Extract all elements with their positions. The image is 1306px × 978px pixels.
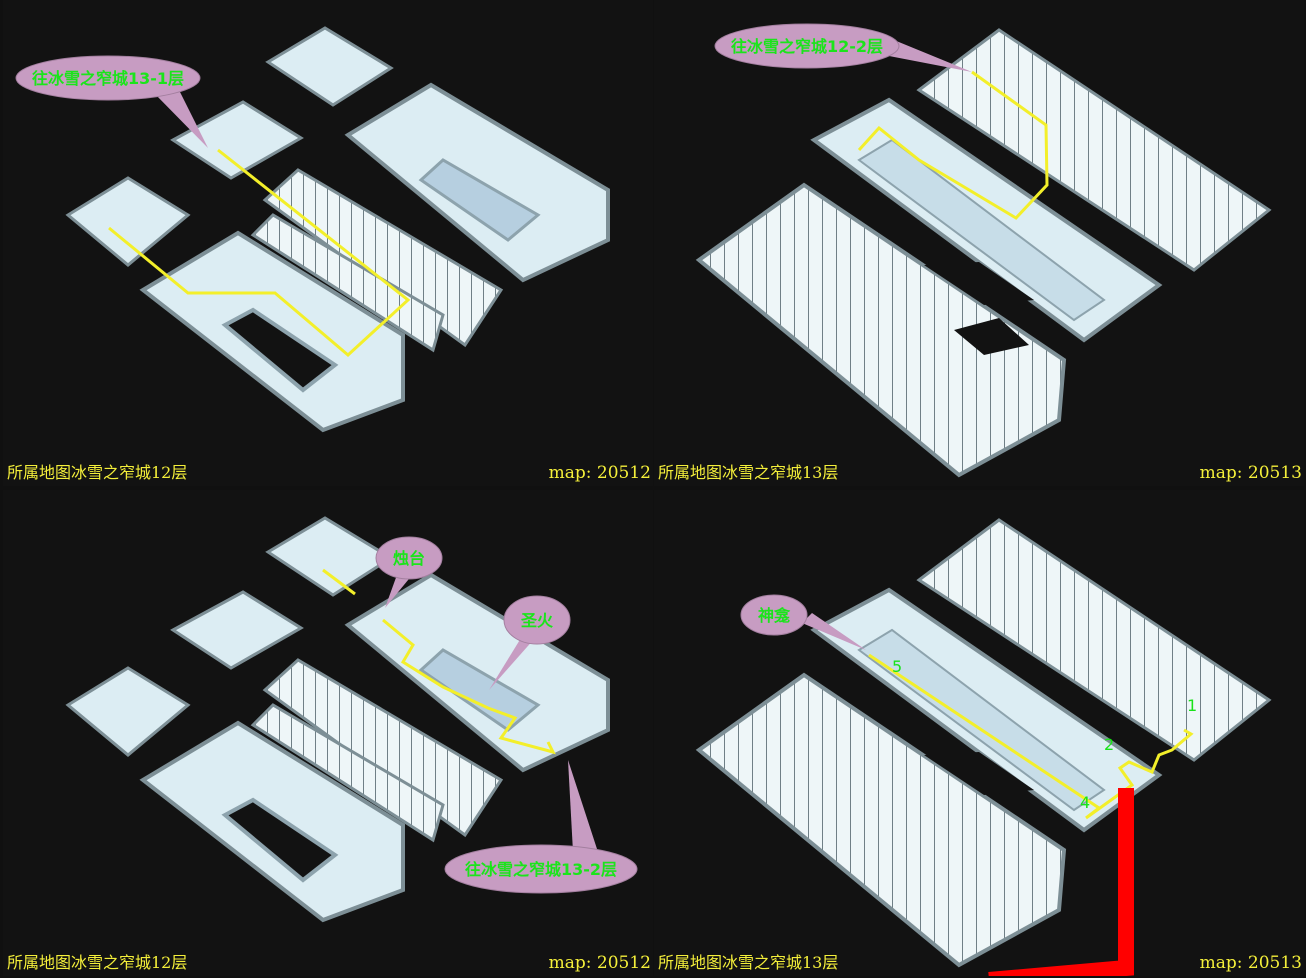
wing-south: [695, 182, 1067, 478]
map-panel-floor12-candles: 烛台 圣火 往冰雪之窄城13-2层 所属地图冰雪之窄城12层 map: 2051…: [3, 490, 653, 976]
void-1: [924, 262, 1034, 305]
callout-holy-fire: 圣火: [489, 595, 571, 690]
room-west: [65, 666, 191, 757]
void-1: [924, 752, 1034, 795]
isometric-map-floor13: 1 2 4 5 神龛: [695, 518, 1272, 976]
wing-north: [916, 28, 1272, 272]
map-caption: 所属地图冰雪之窄城13层: [658, 953, 839, 972]
waypoint-5: 5: [892, 657, 902, 676]
callout-label: 往冰雪之窄城13-2层: [465, 860, 617, 879]
map-caption: 所属地图冰雪之窄城12层: [7, 953, 188, 972]
route-line: [857, 70, 1049, 220]
room-stair-13-1: [170, 100, 304, 180]
route-line: [382, 618, 556, 755]
callout-to-13-2: 往冰雪之窄城13-2层: [444, 760, 638, 894]
pool: [418, 158, 541, 242]
route-line-north: [322, 568, 356, 596]
room-small-north: [265, 516, 394, 597]
callout-candle: 烛台: [375, 536, 443, 608]
callout-label: 往冰雪之窄城13-1层: [32, 69, 184, 88]
isometric-map-floor12: 烛台 圣火 往冰雪之窄城13-2层: [65, 516, 638, 923]
route-line: [868, 653, 1194, 820]
pool: [418, 648, 541, 732]
map-id: map: 20512: [548, 953, 651, 973]
callout-label: 往冰雪之窄城12-2层: [731, 37, 883, 56]
callout-label: 烛台: [393, 549, 425, 568]
room-south-void: [221, 307, 339, 393]
callout-to-12-2: 往冰雪之窄城12-2层: [714, 23, 972, 72]
map-panel-floor12-route: 往冰雪之窄城13-1层 所属地图冰雪之窄城12层 map: 20512: [3, 0, 653, 486]
room-west: [65, 176, 191, 267]
callout-label: 神龛: [758, 606, 791, 625]
callout-label: 圣火: [520, 611, 554, 630]
exit-route: [988, 788, 1134, 976]
map-panel-floor13-route: 往冰雪之窄城12-2层 所属地图冰雪之窄城13层 map: 20513: [654, 0, 1304, 486]
isometric-map-floor12: 往冰雪之窄城13-1层: [15, 26, 610, 433]
hall-central-floor: [857, 138, 1106, 322]
map-caption: 所属地图冰雪之窄城13层: [658, 463, 839, 482]
waypoint-2: 2: [1104, 735, 1114, 754]
waypoint-1: 1: [1187, 696, 1197, 715]
room-south-void: [221, 797, 339, 883]
void-2: [954, 318, 1029, 355]
columned-hall-2: [250, 213, 445, 353]
wing-north: [916, 518, 1272, 762]
route-line: [108, 148, 411, 358]
room-stair: [170, 590, 304, 670]
map-id: map: 20513: [1199, 953, 1302, 973]
wing-south: [695, 672, 1067, 968]
callout-shrine: 神龛: [740, 594, 866, 650]
map-id: map: 20513: [1199, 463, 1302, 483]
room-small-north: [265, 26, 394, 107]
map-caption: 所属地图冰雪之窄城12层: [7, 463, 188, 482]
isometric-map-floor13: 往冰雪之窄城12-2层: [695, 23, 1272, 478]
map-id: map: 20512: [548, 463, 651, 483]
map-panel-floor13-shrine: 1 2 4 5 神龛 所属地图冰雪之窄城13层 map: 20513: [654, 490, 1304, 976]
columned-hall-2: [250, 703, 445, 843]
callout-to-13-1: 往冰雪之窄城13-1层: [15, 55, 208, 148]
waypoint-4: 4: [1080, 793, 1090, 812]
hall-central-floor: [857, 628, 1106, 812]
